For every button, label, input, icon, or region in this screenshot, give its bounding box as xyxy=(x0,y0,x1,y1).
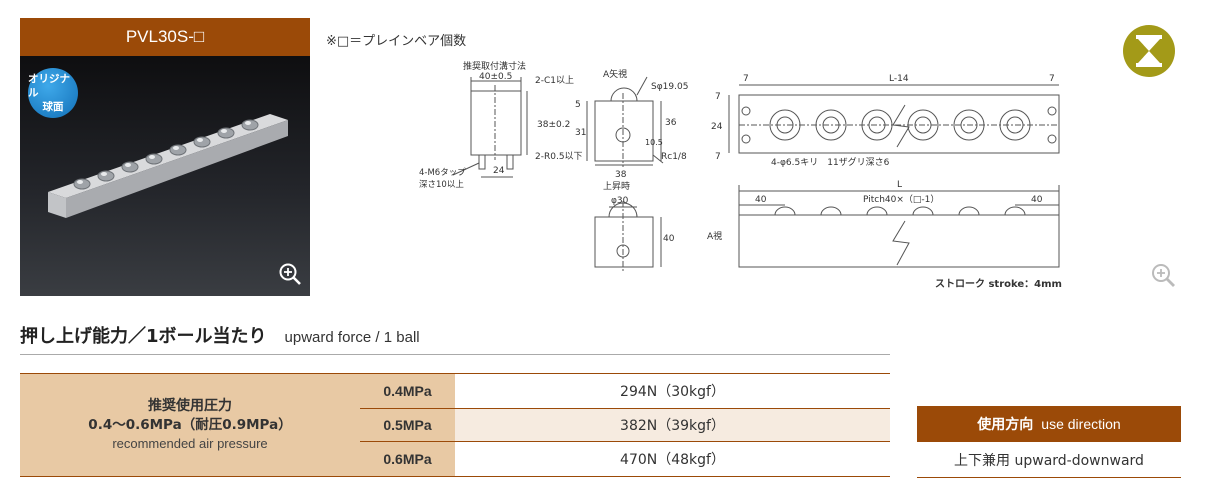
heading-en: upward force / 1 ball xyxy=(284,329,420,346)
pressure-cell: 0.5MPa xyxy=(360,409,455,441)
row-head-en: recommended air pressure xyxy=(112,436,268,451)
dim-38-02: 38±0.2 xyxy=(537,120,570,130)
dim-L: L xyxy=(897,180,902,190)
pressure-cell: 0.4MPa xyxy=(360,374,455,408)
technical-drawing[interactable]: 推奨取付溝寸法 40±0.5 2-C1以上 38±0.2 2-R0.5以下 24… xyxy=(415,55,1075,300)
view-a-label: A矢視 xyxy=(603,68,627,80)
zoom-in-icon[interactable] xyxy=(278,262,302,286)
product-model: PVL30S-□ xyxy=(125,27,205,46)
raised-label: 上昇時 xyxy=(603,181,630,192)
dim-r05: 2-R0.5以下 xyxy=(535,152,583,162)
dim-31: 31 xyxy=(575,128,586,138)
dim-36: 36 xyxy=(665,118,677,128)
stroke-label: ストローク stroke：4mm xyxy=(935,278,1062,290)
product-rail-image xyxy=(48,114,288,218)
tap-line-2: 深さ10以上 xyxy=(419,180,464,190)
original-sphere-badge: オリジナル 球面 xyxy=(28,68,78,118)
dim-40-right: 40 xyxy=(1031,195,1043,205)
dim-7-left: 7 xyxy=(743,74,749,84)
use-direction-label-en: use direction xyxy=(1041,416,1121,432)
dim-40-raised: 40 xyxy=(663,234,675,244)
mount-title: 推奨取付溝寸法 xyxy=(463,60,526,72)
force-cell: 382N（39kgf） xyxy=(455,409,890,441)
badge-line-2: 球面 xyxy=(42,101,64,113)
table-row: 0.4MPa 294N（30kgf） xyxy=(360,374,890,408)
force-cell: 294N（30kgf） xyxy=(620,384,725,400)
use-direction-label-ja: 使用方向 xyxy=(977,417,1034,433)
dim-7-top: 7 xyxy=(715,92,721,102)
a-view-arrow-label: A視 xyxy=(707,230,722,242)
holes-spec: 4-φ6.5キリ 11ザグリ深さ6 xyxy=(771,156,890,168)
dim-24-rail: 24 xyxy=(711,122,723,132)
rc-thread: Rc1/8 xyxy=(661,152,687,162)
zoom-in-icon[interactable] xyxy=(1150,262,1176,288)
dim-c1: 2-C1以上 xyxy=(535,75,574,86)
badge-line-1: オリジナル xyxy=(28,73,70,99)
dim-24: 24 xyxy=(493,166,505,176)
force-cell: 470N（48kgf） xyxy=(620,452,725,468)
dim-10-5: 10.5 xyxy=(645,138,663,147)
table-row: 0.6MPa 470N（48kgf） xyxy=(360,442,890,476)
recommended-pressure-header: 推奨使用圧力 0.4〜0.6MPa（耐圧0.9MPa） recommended … xyxy=(20,374,360,476)
dim-5: 5 xyxy=(575,100,581,110)
heading-ja: 押し上げ能力／1ボール当たり xyxy=(20,326,267,347)
table-row: 0.5MPa 382N（39kgf） xyxy=(360,408,890,442)
phi30-dim: φ30 xyxy=(611,196,629,206)
bearing-count-note: ※□＝プレインベア個数 xyxy=(326,34,467,49)
dim-7-right: 7 xyxy=(1049,74,1055,84)
pitch-dim: Pitch40×（□-1） xyxy=(863,194,939,205)
use-direction-value: 上下兼用 upward-downward xyxy=(917,442,1181,478)
product-model-header: PVL30S-□ xyxy=(20,18,310,56)
dim-7-bottom: 7 xyxy=(715,152,721,162)
row-head-ja2: 0.4〜0.6MPa（耐圧0.9MPa） xyxy=(88,417,292,433)
sphere-dim: Sφ19.05 xyxy=(651,82,688,92)
pressure-cell: 0.6MPa xyxy=(360,442,455,476)
dim-40-left: 40 xyxy=(755,195,767,205)
row-head-ja1: 推奨使用圧力 xyxy=(148,398,232,414)
product-photo[interactable]: オリジナル 球面 xyxy=(20,56,310,296)
upward-force-table: 推奨使用圧力 0.4〜0.6MPa（耐圧0.9MPa） recommended … xyxy=(20,373,890,477)
use-direction-header: 使用方向 use direction xyxy=(917,406,1181,442)
hourglass-icon[interactable] xyxy=(1122,24,1176,78)
dim-l-14: L-14 xyxy=(889,74,909,84)
dim-40-05: 40±0.5 xyxy=(479,72,512,82)
dim-38: 38 xyxy=(615,170,627,180)
upward-force-heading: 押し上げ能力／1ボール当たり upward force / 1 ball xyxy=(20,322,890,355)
tap-line-1: 4-M6タップ xyxy=(419,168,466,178)
